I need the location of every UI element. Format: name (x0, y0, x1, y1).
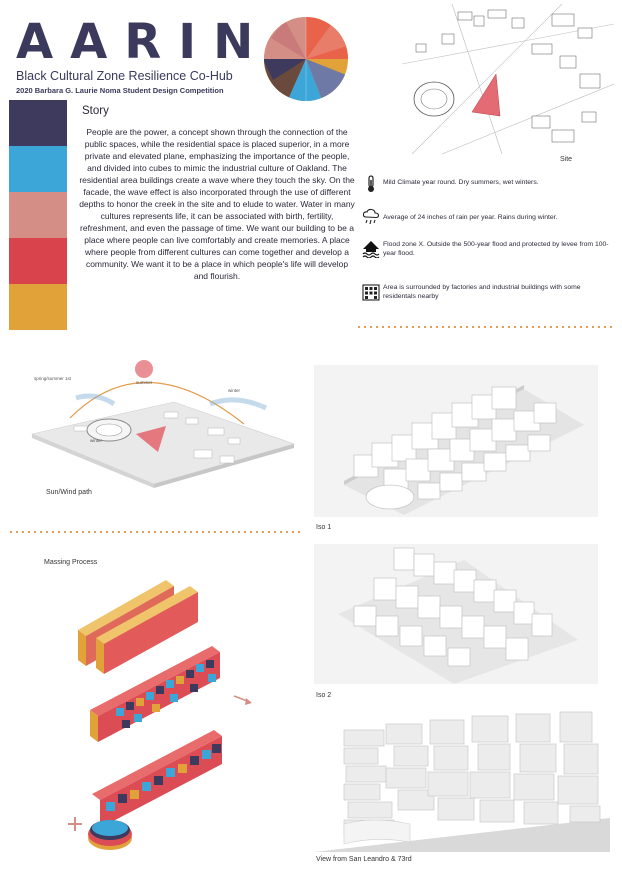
climate-text: Flood zone X. Outside the 500-year flood… (383, 241, 609, 257)
thermometer-icon (368, 175, 374, 192)
climate-text: Area is surrounded by factories and indu… (383, 284, 581, 300)
massing-process-diagram (68, 580, 252, 850)
sun-wind-caption: Sun/Wind path (46, 489, 92, 496)
sun-label: spring/summer 1st (34, 376, 72, 381)
climate-text: Mild Climate year round. Dry summers, we… (383, 179, 539, 186)
color-palette (9, 100, 67, 330)
divider (356, 326, 614, 328)
sun-label: summer (136, 380, 153, 385)
climate-item: Flood zone X. Outside the 500-year flood… (362, 240, 612, 258)
color-swatch (9, 146, 67, 192)
wind-label: winter (228, 388, 241, 393)
street-view-caption: View from San Leandro & 73rd (316, 856, 412, 863)
divider (8, 531, 304, 533)
color-swatch (9, 284, 67, 330)
story-heading: Story (82, 105, 109, 117)
factory-icon (362, 284, 380, 301)
rain-cloud-icon (362, 208, 380, 225)
iso-2-render (314, 544, 598, 684)
flood-house-icon (362, 241, 380, 258)
sun-wind-diagram: spring/summer 1st summer winter winter (31, 360, 295, 488)
massing-caption: Massing Process (44, 559, 98, 566)
competition-label: 2020 Barbara G. Laurie Noma Student Desi… (16, 86, 224, 95)
story-text: People are the power, a concept shown th… (79, 127, 355, 281)
iso-1-render (314, 365, 598, 517)
project-title: AARIN (16, 14, 271, 70)
street-view-render (314, 706, 610, 852)
climate-text: Average of 24 inches of rain per year. R… (383, 214, 558, 221)
iso-2-caption: Iso 2 (316, 692, 332, 699)
site-caption: Site (560, 156, 573, 163)
site-map-image (402, 4, 614, 154)
climate-item: Average of 24 inches of rain per year. R… (362, 208, 612, 226)
climate-item: Mild Climate year round. Dry summers, we… (362, 175, 612, 193)
project-subtitle: Black Cultural Zone Resilience Co-Hub (16, 69, 233, 83)
color-swatch (9, 100, 67, 146)
color-swatch (9, 192, 67, 238)
project-logo (264, 17, 348, 101)
wind-label: winter (90, 438, 103, 443)
color-swatch (9, 238, 67, 284)
iso-1-caption: Iso 1 (316, 524, 332, 531)
climate-item: Area is surrounded by factories and indu… (362, 283, 612, 301)
